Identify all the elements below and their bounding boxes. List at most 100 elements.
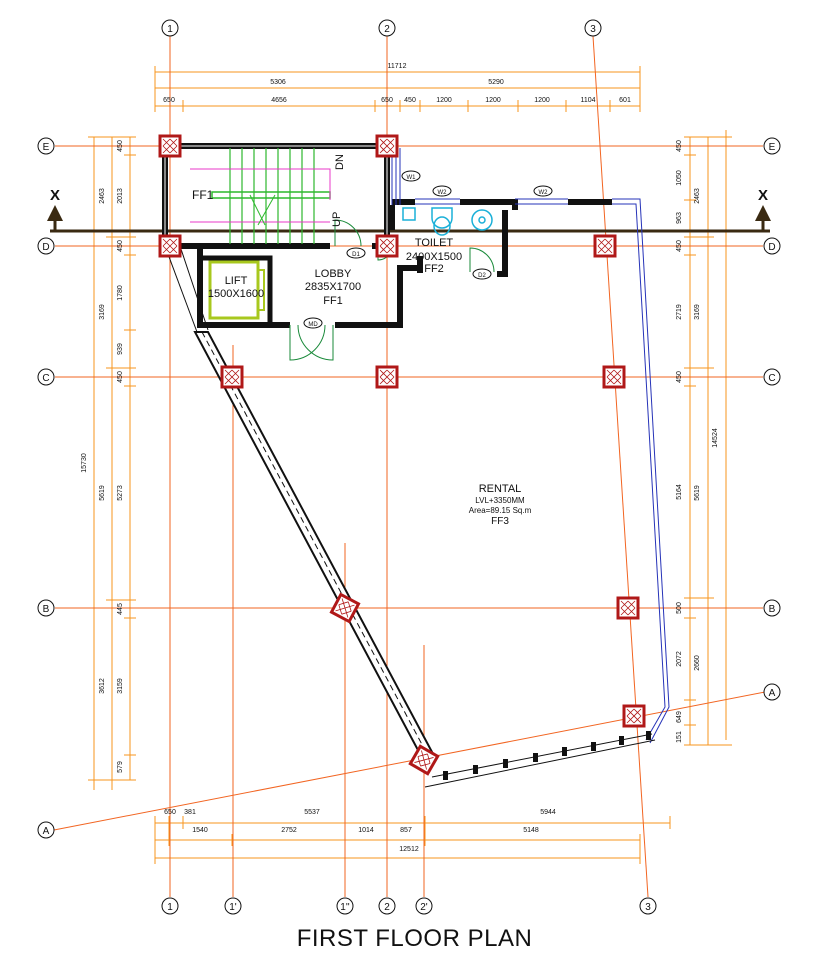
dim-right-mid-2: 3169 [694,304,701,320]
tag-w2b-label: W2 [539,190,549,196]
grid-bottom-2: 2 [384,902,390,913]
structural-column [329,592,361,624]
grid-left-a: A [43,826,50,837]
dim-left-inner-4: 1780 [117,285,124,301]
dimension-text: 11712 5306 5290 650 4656 650 450 1200 12… [81,63,719,853]
section-arrow-left-icon [47,205,63,221]
dim-right-overall: 14524 [712,428,719,448]
grid-bubbles [37,19,781,915]
toilet-label-2: 2400X1500 [406,251,462,263]
columns [158,134,646,776]
dim-left-inner-8: 445 [117,603,124,615]
rental-label-1: RENTAL [479,483,522,495]
structural-column [220,365,244,389]
dim-top-detail-7: 1200 [534,97,550,104]
dim-left-inner-2: 2013 [117,188,124,204]
grid-top-3: 3 [590,24,596,35]
toilet-fixtures [402,207,493,236]
structural-column [616,596,640,620]
balcony-rail [424,731,656,788]
stair-dn-label: DN [334,154,346,170]
dim-top-detail-4: 450 [404,97,416,104]
tag-w2b: W2 [533,185,553,197]
dim-bottom-row2-2: 2752 [281,827,297,834]
dim-right-inner-11: 151 [676,731,683,743]
dim-left-overall: 15730 [81,453,88,473]
dim-right-mid-1: 2463 [694,188,701,204]
structural-column [408,744,440,776]
dim-top-detail-8: 1104 [580,97,595,104]
grid-right-b: B [769,604,776,615]
tag-w1: W1 [401,170,421,182]
tag-d1: D1 [346,247,366,259]
structural-column [375,365,399,389]
dim-top-split-1: 5306 [270,79,286,86]
dim-right-inner-8: 500 [676,602,683,614]
grid-bottom-3: 3 [645,902,651,913]
dim-left-mid-1: 2463 [99,188,106,204]
tag-md: MD [303,317,323,329]
dim-left-mid-3: 5619 [99,485,106,501]
lift-label-1: LIFT [225,275,248,287]
section-marker-labels: X X [50,187,768,204]
dim-right-inner-7: 5164 [676,484,683,500]
grid-top-2: 2 [384,24,390,35]
tag-md-label: MD [308,322,318,328]
dim-left-inner-1: 450 [117,140,124,152]
dim-left-inner-3: 450 [117,240,124,252]
dim-top-detail-1: 650 [163,97,175,104]
dim-right-inner-10: 649 [676,711,683,723]
dim-left-mid-4: 3612 [99,678,106,694]
rental-label-3: Area=89.15 Sq.m [469,506,532,515]
structural-column [375,134,399,158]
dim-bottom-row2-1: 1540 [192,827,208,834]
grid-bottom-1: 1 [167,902,173,913]
room-labels: FF1 DN UP LIFT 1500X1600 LOBBY 2835X1700… [192,154,532,527]
opening-tags: W1 W2 W2 D1 D2 MD DW [303,170,553,329]
section-arrow-right-icon [755,205,771,221]
tag-dw-label: DW [389,210,396,222]
dim-left-inner-7: 5273 [117,485,124,501]
rental-label-2: LVL+3350MM [475,496,525,505]
structural-column [375,234,399,258]
rental-label-4: FF3 [491,516,509,527]
dim-top-detail-5: 1200 [436,97,452,104]
staircase [190,148,331,244]
grid-lines [53,35,766,898]
dim-right-inner-2: 1050 [676,170,683,186]
stair-up-label: UP [331,212,343,227]
dim-right-inner-4: 450 [676,240,683,252]
grid-right-a: A [769,688,776,699]
dim-left-mid-2: 3169 [99,304,106,320]
lobby-label-1: LOBBY [315,268,352,280]
dim-left-inner-9: 3159 [117,678,124,694]
tag-w2a: W2 [432,185,452,197]
dim-bottom-overall: 12512 [399,846,419,853]
grid-left-e: E [43,142,50,153]
lobby-label-3: FF1 [323,295,343,307]
lift-car [208,260,265,320]
grid-bottom-2p: 2' [420,902,428,913]
dim-top-detail-9: 601 [619,97,631,104]
stair-label: FF1 [192,188,214,202]
grid-top-1: 1 [167,24,173,35]
dim-right-inner-6: 450 [676,371,683,383]
tag-w2a-label: W2 [438,190,448,196]
grid-right-e: E [769,142,776,153]
dim-bottom-row1-1: 650 [164,809,176,816]
dim-bottom-row1-2: 381 [184,809,196,816]
toilet-label-1: TOILET [415,237,454,249]
section-marker-right: X [758,187,768,204]
grid-right-d: D [768,242,775,253]
dim-bottom-row1-3: 5537 [304,809,320,816]
grid-left-d: D [42,242,49,253]
dim-left-inner-10: 579 [117,761,124,773]
grid-bottom-1pp: 1'' [340,902,349,913]
drawing-title: FIRST FLOOR PLAN [296,925,533,952]
tag-w1-label: W1 [407,175,417,181]
lift-label-2: 1500X1600 [208,288,264,300]
toilet-label-3: FF2 [424,263,444,275]
dim-top-detail-2: 4656 [271,97,287,104]
dim-bottom-row2-5: 5148 [523,827,539,834]
